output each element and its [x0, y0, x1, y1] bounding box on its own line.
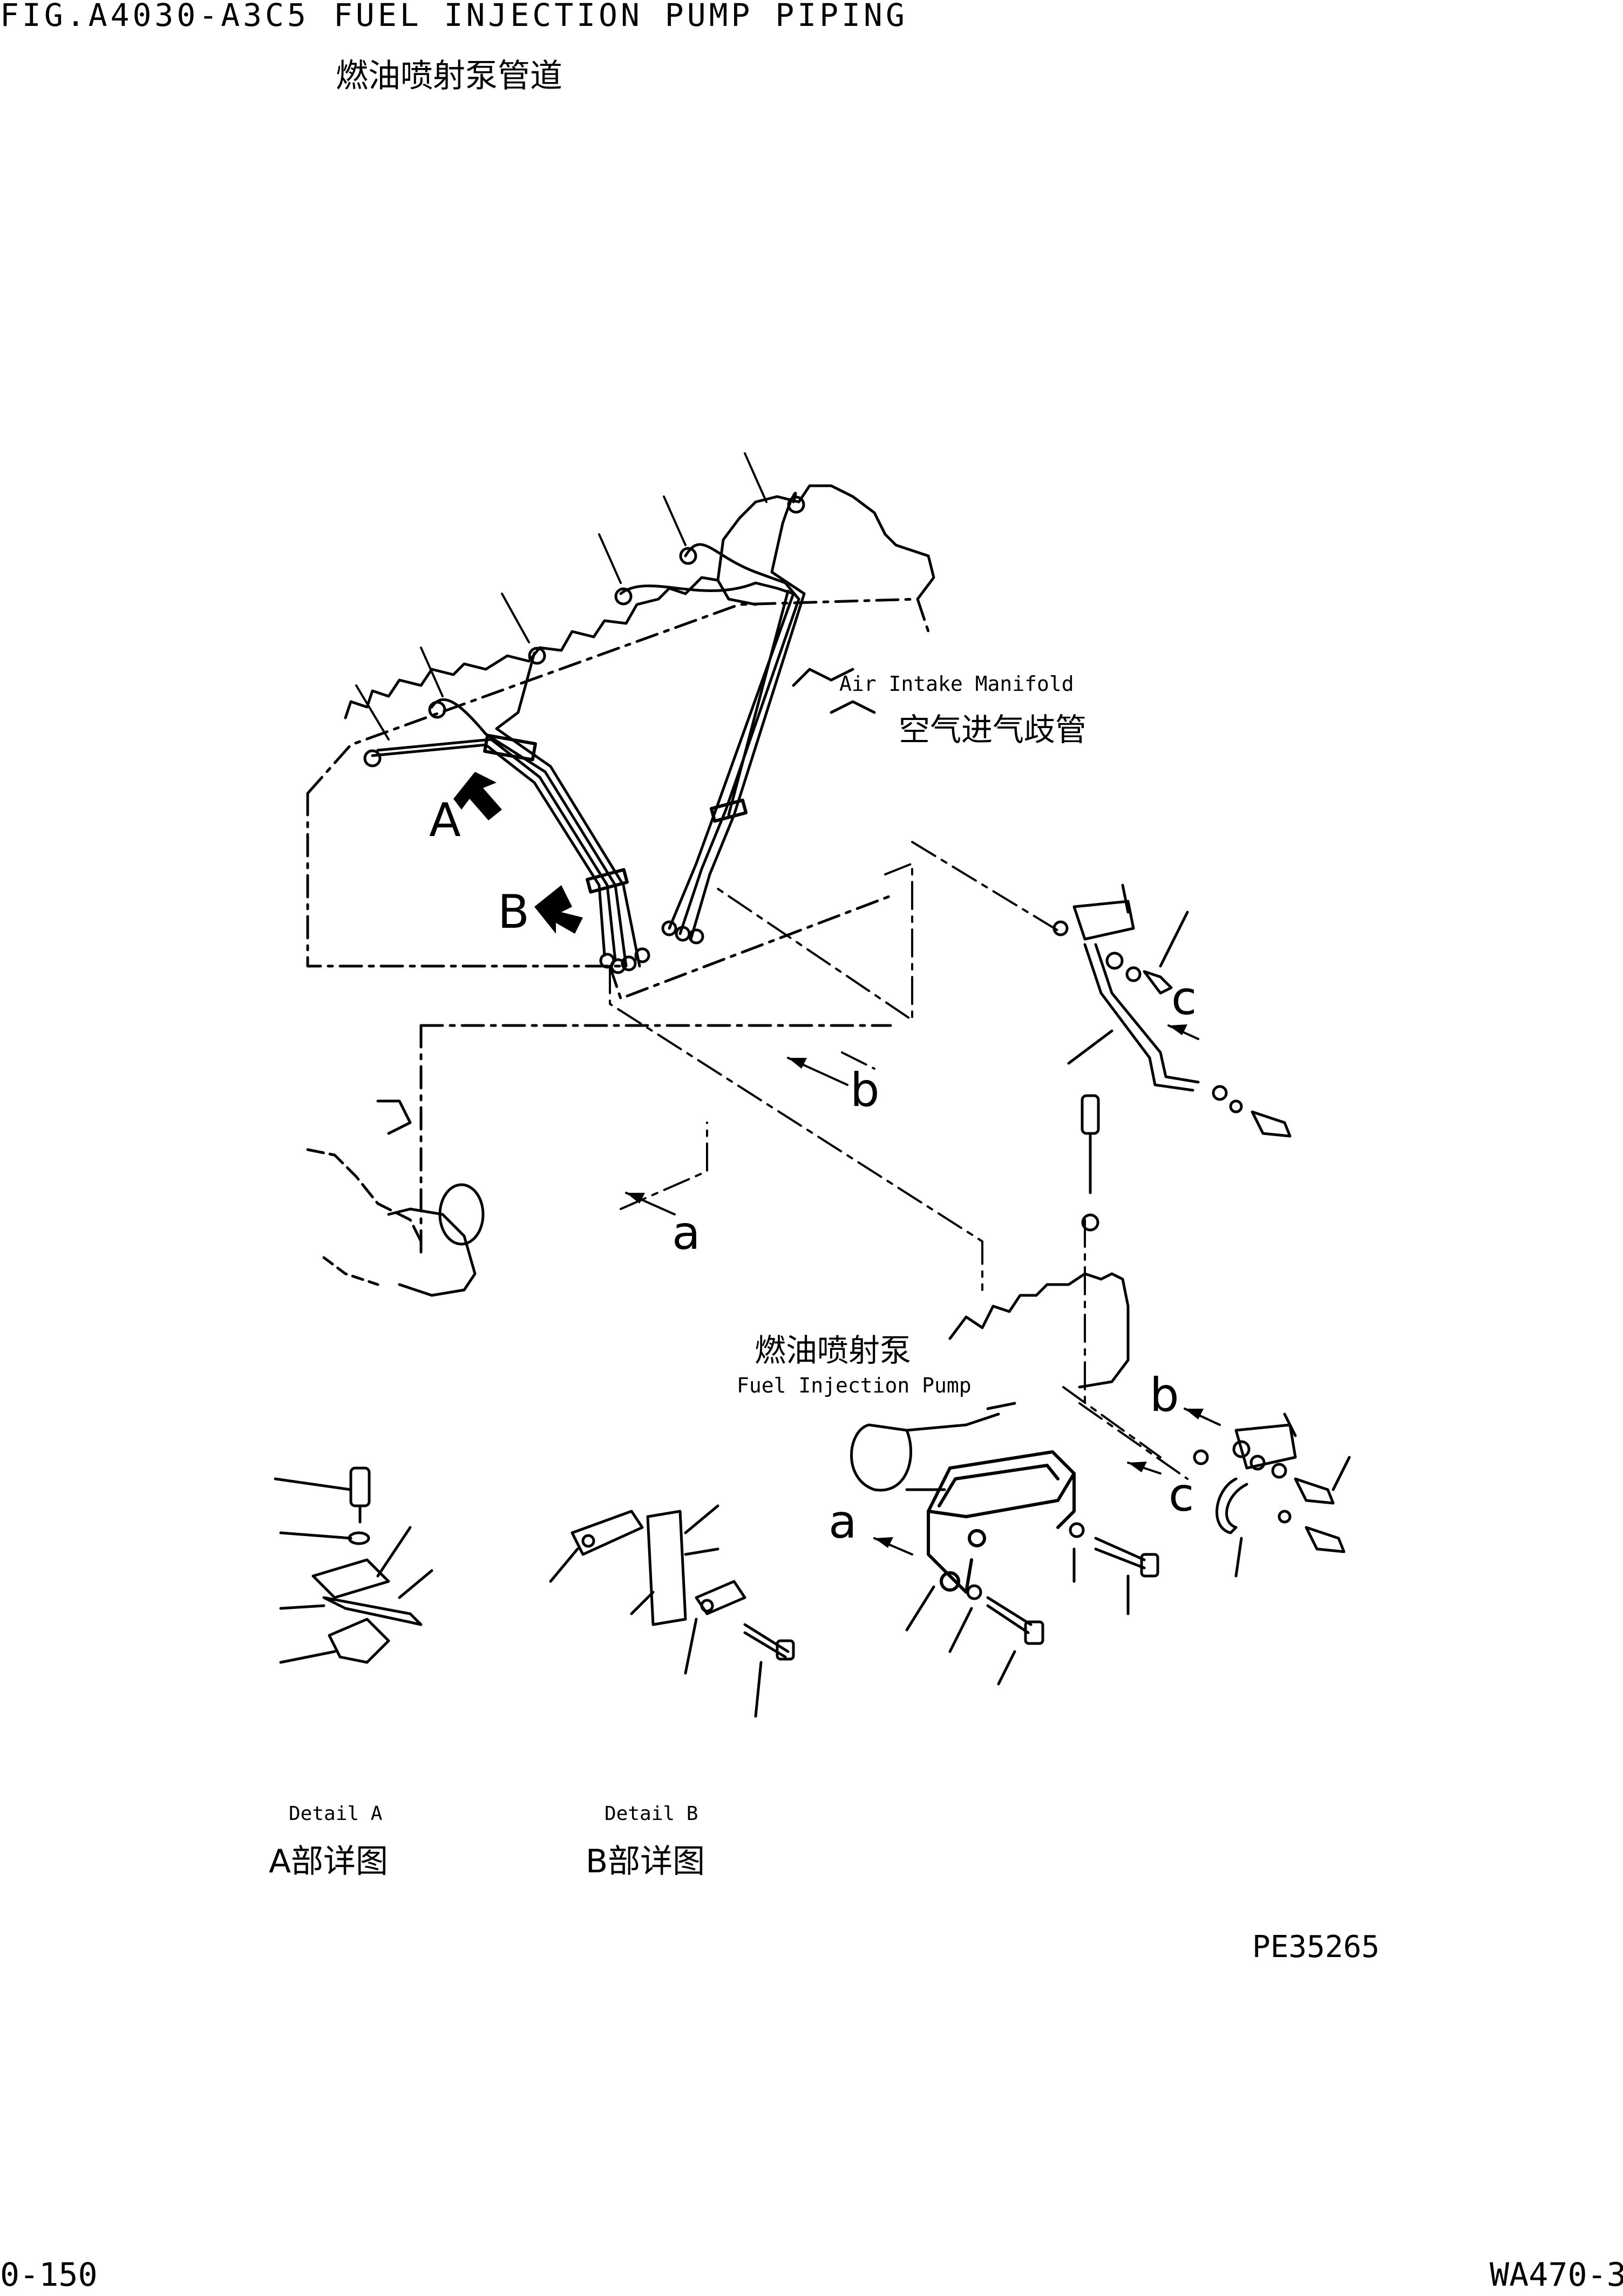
air-intake-label-cn: 空气进气歧管	[899, 711, 1087, 748]
pump-label-en: Fuel Injection Pump	[737, 1374, 972, 1397]
detail-b-parts	[549, 1504, 795, 1718]
pipe-end-nuts	[599, 920, 704, 974]
ref-label-c-upper: c	[1171, 972, 1197, 1025]
ref-label-b-pump: b	[1150, 1368, 1179, 1422]
return-pipe-lower	[1193, 1412, 1351, 1578]
drawing-number: PE35265	[1252, 1930, 1380, 1965]
view-label-b: B	[498, 885, 529, 939]
flywheel-housing	[306, 1099, 485, 1297]
air-intake-label-en: Air Intake Manifold	[839, 672, 1074, 696]
ref-label-b-engine: b	[850, 1063, 880, 1117]
detail-a-parts	[274, 1466, 433, 1664]
view-label-a: A	[429, 793, 461, 847]
pump-label-cn: 燃油喷射泵	[755, 1332, 912, 1369]
detail-b-caption-cn: B部详图	[586, 1843, 705, 1880]
detail-a-caption-cn: A部详图	[269, 1843, 389, 1880]
engine-block-outline	[306, 597, 930, 1254]
pipe-clamps	[483, 733, 748, 894]
fuel-injection-pump	[850, 1272, 1130, 1492]
ref-label-c-pump: c	[1169, 1468, 1194, 1522]
injection-pipe-bundle	[371, 492, 806, 968]
return-pipe-assembly	[1052, 884, 1292, 1138]
detail-b-caption-en: Detail B	[605, 1803, 698, 1825]
injector-connectors	[363, 495, 805, 767]
cylinder-head	[344, 484, 935, 719]
model-number: WA470-3	[1490, 2256, 1623, 2294]
ref-label-a-pump: a	[829, 1495, 857, 1549]
view-arrow-b	[534, 885, 583, 934]
pump-bracket	[927, 1450, 1076, 1594]
figure-code: FIG.A4030-A3C5	[0, 0, 309, 33]
figure-title-cn: 燃油喷射泵管道	[336, 57, 562, 95]
view-arrow-a	[453, 772, 502, 820]
figure-title-en: FUEL INJECTION PUMP PIPING	[334, 0, 908, 33]
detail-a-caption-en: Detail A	[289, 1803, 383, 1825]
leader-lines	[355, 452, 768, 741]
ref-label-a-engine: a	[672, 1206, 701, 1260]
page-number: 0-150	[0, 2256, 98, 2294]
reference-arrows	[625, 1024, 1221, 1555]
bolts-pump	[905, 1094, 1159, 1686]
alignment-lines	[609, 841, 1189, 1480]
